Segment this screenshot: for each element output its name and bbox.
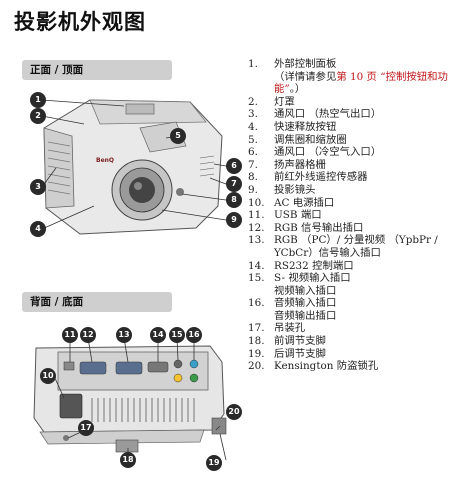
list-item-number: 2. [248, 95, 258, 108]
list-item-number: 1. [248, 58, 258, 70]
callout-5: 5 [170, 128, 186, 144]
callout-17: 17 [78, 420, 94, 436]
list-item-number: 3. [248, 108, 258, 121]
callout-16: 16 [186, 327, 202, 343]
callout-10: 10 [40, 368, 56, 384]
list-item-text: USB 端口 [274, 209, 322, 222]
list-item-number: 10. [248, 196, 265, 209]
callout-6: 6 [226, 158, 242, 174]
list-item-number [248, 285, 274, 298]
list-item-number: 19. [248, 347, 265, 360]
list-item-number: 16. [248, 297, 265, 310]
list-item-number: 9. [248, 183, 258, 196]
callout-9: 9 [226, 212, 242, 228]
callout-3: 3 [30, 179, 46, 195]
list-item-text: 调焦圈和缩放圈 [274, 133, 347, 146]
list-item-number: 18. [248, 335, 265, 348]
list-item-text: 通风口 （热空气出口） [274, 108, 382, 121]
callout-20: 20 [226, 404, 242, 420]
list-item-number: 11. [248, 209, 265, 222]
callout-4: 4 [30, 221, 46, 237]
list-item-number: 15. [248, 272, 265, 285]
callout-7: 7 [226, 176, 242, 192]
callout-14: 14 [150, 327, 166, 343]
list-item: 2. 灯罩 [248, 96, 470, 109]
list-item: 15. S- 视频输入插口 [248, 272, 470, 285]
list-item-text: 音频输入插口 [274, 297, 337, 310]
callout-18: 18 [120, 452, 136, 468]
callout-11: 11 [62, 327, 78, 343]
list-item-text: AC 电源插口 [274, 196, 335, 209]
list-item-number: 5. [248, 133, 258, 146]
list-item-number: 20. [248, 360, 265, 373]
callout-12: 12 [80, 327, 96, 343]
list-item: 20. Kensington 防盗锁孔 [248, 360, 470, 373]
list-item: 4. 快速释放按钮 [248, 121, 470, 134]
list-item-number: 13. [248, 234, 265, 247]
list-item-text: 投影镜头 [274, 183, 316, 196]
list-item: 音频输出插口 [248, 310, 470, 323]
list-item: 9. 投影镜头 [248, 184, 470, 197]
list-item: 10. AC 电源插口 [248, 197, 470, 210]
list-item-text: 视频输入插口 [274, 284, 337, 297]
list-item-text: 外部控制面板 [274, 58, 337, 70]
list-item-text: 吊装孔 [274, 322, 306, 335]
list-item: 1. 外部控制面板 （详情请参见第 10 页 “控制按钮和功能”。） [248, 58, 470, 96]
list-item-note: （详情请参见 [274, 70, 337, 83]
list-item-number: 8. [248, 171, 258, 184]
list-item: 5. 调焦圈和缩放圈 [248, 134, 470, 147]
page-title: 投影机外观图 [14, 10, 146, 34]
component-list: 1. 外部控制面板 （详情请参见第 10 页 “控制按钮和功能”。） 2.灯罩 … [248, 58, 470, 373]
callout-1: 1 [30, 92, 46, 108]
list-item-number: 6. [248, 146, 258, 159]
page-reference-link[interactable]: 第 10 页 “控制按钮和功能” [274, 70, 448, 96]
list-item-note-end: 。） [289, 83, 306, 96]
callout-2: 2 [30, 108, 46, 124]
list-item-text: 音频输出插口 [274, 309, 337, 322]
callout-13: 13 [116, 327, 132, 343]
list-item: 11. USB 端口 [248, 209, 470, 222]
callout-19: 19 [206, 455, 222, 471]
list-item-text: S- 视频输入插口 [274, 272, 351, 285]
list-item: 13. RGB （PC）/ 分量视频 （YpbPr / YCbCr）信号输入插口 [248, 234, 470, 259]
list-item-number: 4. [248, 120, 258, 133]
list-item-text: 灯罩 [274, 95, 295, 108]
list-item-number: 7. [248, 158, 258, 171]
section-heading-rear-bottom: 背面 / 底面 [22, 292, 172, 312]
list-item: 18. 前调节支脚 [248, 335, 470, 348]
list-item: 3. 通风口 （热空气出口） [248, 108, 470, 121]
list-item: 16. 音频输入插口 [248, 297, 470, 310]
list-item: 19. 后调节支脚 [248, 348, 470, 361]
list-item: 14. RS232 控制端口 [248, 260, 470, 273]
list-item: 7. 扬声器格栅 [248, 159, 470, 172]
brand-logo: BenQ [96, 157, 114, 164]
list-item-number: 12. [248, 221, 265, 234]
list-item-number: 14. [248, 259, 265, 272]
callout-8: 8 [226, 192, 242, 208]
callout-15: 15 [169, 327, 185, 343]
list-item-text: 后调节支脚 [274, 347, 326, 360]
list-item: 12. RGB 信号输出插口 [248, 222, 470, 235]
list-item: 6. 通风口 （冷空气入口） [248, 146, 470, 159]
list-item-text: Kensington 防盗锁孔 [274, 360, 379, 373]
list-item: 8. 前红外线遥控传感器 [248, 171, 470, 184]
list-item-text: RS232 控制端口 [274, 259, 354, 272]
list-item-number: 17. [248, 322, 265, 335]
section-heading-front-top: 正面 / 顶面 [22, 60, 172, 80]
list-item-text: RGB 信号输出插口 [274, 221, 364, 234]
list-item-text: 前红外线遥控传感器 [274, 171, 368, 184]
list-item-text: 通风口 （冷空气入口） [274, 146, 382, 159]
list-item: 17. 吊装孔 [248, 322, 470, 335]
list-item-text: 快速释放按钮 [274, 120, 337, 133]
list-item-text: RGB （PC）/ 分量视频 （YpbPr / YCbCr）信号输入插口 [274, 234, 438, 259]
list-item: 视频输入插口 [248, 285, 470, 298]
list-item-number [248, 310, 274, 323]
list-item-text: 前调节支脚 [274, 335, 326, 348]
list-item-text: 扬声器格栅 [274, 158, 326, 171]
